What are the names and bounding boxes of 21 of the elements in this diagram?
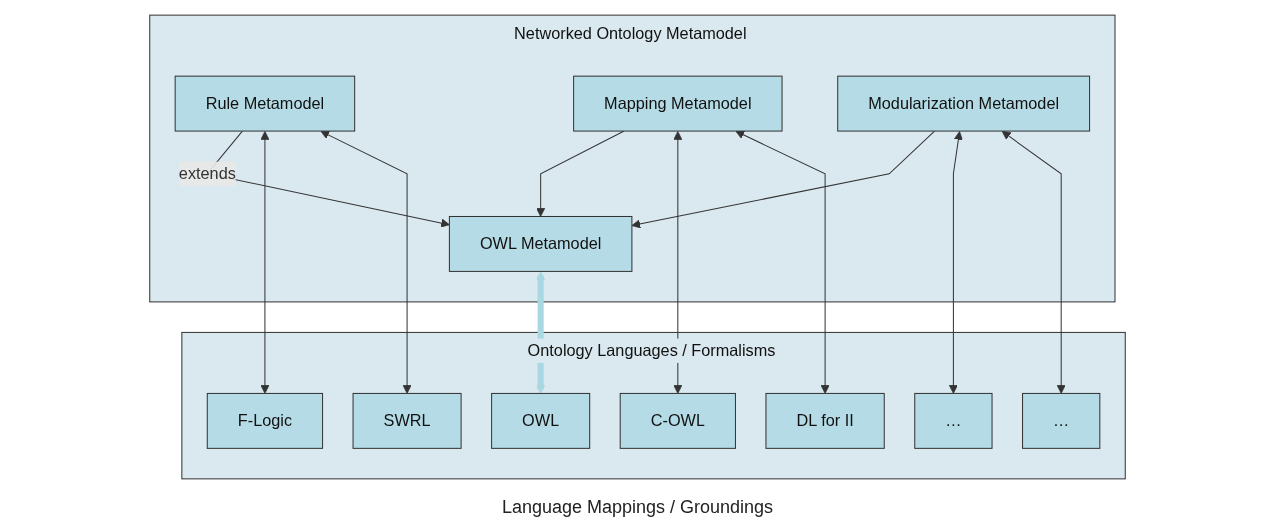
node-box: Mapping Metamodel — [573, 75, 783, 132]
node-box: … — [1022, 392, 1101, 449]
node-box: OWL — [491, 392, 591, 449]
node-box: Modularization Metamodel — [837, 75, 1091, 132]
node-box: SWRL — [352, 392, 462, 449]
node-box: … — [914, 392, 993, 449]
node-box: Rule Metamodel — [174, 75, 356, 132]
arrow — [1001, 130, 1066, 394]
arrow — [320, 130, 412, 394]
node-box: C-OWL — [619, 392, 736, 449]
arrow — [948, 130, 963, 394]
arrow — [673, 130, 683, 394]
node-box: OWL Metamodel — [448, 215, 633, 272]
edge-label: extends — [178, 164, 236, 182]
caption-label: Language Mappings / Groundings — [501, 497, 774, 518]
node-box: DL for II — [765, 392, 885, 449]
node-box: F-Logic — [206, 392, 324, 449]
arrow — [536, 130, 625, 217]
arrow — [735, 130, 830, 394]
arrow — [631, 130, 936, 228]
arrow — [260, 130, 270, 394]
